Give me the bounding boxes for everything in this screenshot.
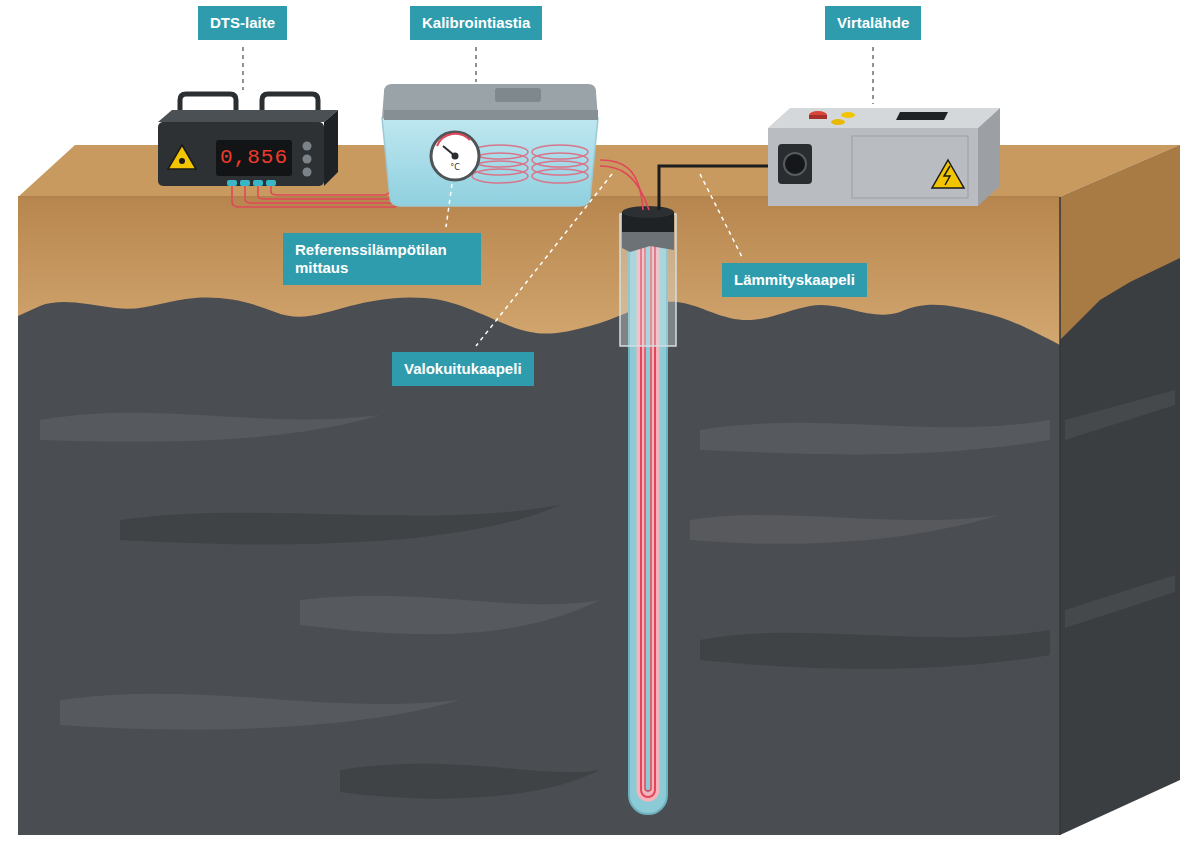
calibration-tank-part-part <box>472 169 528 183</box>
calibration-tank-part <box>495 88 541 102</box>
dts-device-part <box>303 168 312 177</box>
rock-streaks-part <box>60 694 460 730</box>
calibration-tank-part <box>452 153 459 160</box>
display-value: 0,856 <box>219 145 289 171</box>
calibration-tank-part-part <box>532 169 588 183</box>
dts-device-part <box>168 145 196 169</box>
rock-streaks-part <box>690 515 1000 544</box>
dts-device-part <box>240 180 250 186</box>
callout-box: Lämmityskaapeli <box>722 263 867 297</box>
calibration-tank-part <box>382 118 598 206</box>
calibration-tank-part-part <box>472 161 528 175</box>
rock-streaks-part <box>700 420 1050 454</box>
power-supply-part <box>809 111 827 119</box>
calibration-tank-part-part <box>532 153 588 167</box>
dts-device-part <box>227 180 237 186</box>
calibration-tank <box>382 84 598 206</box>
power-supply-part <box>784 153 806 175</box>
ground-block-part <box>1060 145 1180 835</box>
power-supply-part <box>831 119 845 125</box>
rock-streaks-part <box>700 630 1050 669</box>
borehole <box>620 206 676 814</box>
calibration-tank-part-part <box>532 145 588 159</box>
rock-streaks-part <box>1065 575 1175 628</box>
callout-box: DTS-laite <box>198 6 287 40</box>
leader-lines-part <box>446 184 452 227</box>
dts-device-part <box>262 94 318 112</box>
dts-device-part <box>253 180 263 186</box>
leader-lines-part <box>476 174 612 346</box>
dts-device-part <box>303 142 312 151</box>
leader-lines <box>243 47 873 346</box>
callout-text: Kalibrointiastia <box>422 14 530 32</box>
ground-block-part <box>18 197 1060 345</box>
callout-text: Valokuitukaapeli <box>404 360 522 378</box>
dts-device-part <box>158 110 338 122</box>
leader-lines-part <box>475 47 477 82</box>
power-supply-part <box>944 166 950 185</box>
calibration-tank-part <box>431 132 479 180</box>
power-supply-part <box>768 128 978 206</box>
callout-text: Virtalähde <box>837 14 909 32</box>
dts-device-part <box>216 140 292 176</box>
calibration-tank-part <box>437 134 470 146</box>
callout-text: DTS-laite <box>210 14 275 32</box>
rock-streaks-part <box>40 413 380 442</box>
rock-streaks-part <box>1065 390 1175 440</box>
dts-device-part <box>179 158 185 164</box>
callout-text: Lämmityskaapeli <box>734 271 855 289</box>
power-supply-part <box>852 136 968 198</box>
heating-cable <box>659 166 780 210</box>
borehole-part <box>622 232 674 252</box>
borehole-part <box>620 214 676 346</box>
dts-device-part <box>158 122 324 186</box>
leader-lines-part <box>872 47 874 104</box>
dts-device <box>158 94 338 186</box>
power-supply-part <box>778 144 812 184</box>
calibration-tank-part-part <box>532 161 588 175</box>
callout-box: Valokuitukaapeli <box>392 352 534 386</box>
callout-text: Referenssilämpötilan mittaus <box>295 241 469 277</box>
power-supply-part <box>978 108 1000 206</box>
leader-lines-part <box>700 174 742 257</box>
dts-device-part <box>324 110 338 186</box>
ground-block-part <box>1059 197 1061 835</box>
rock-streaks-part <box>300 596 600 635</box>
fiber-cable-part <box>600 166 649 210</box>
power-supply-part <box>841 112 855 118</box>
power-supply-part <box>932 160 964 188</box>
power-supply-part <box>768 108 1000 128</box>
dts-device-part <box>303 155 312 164</box>
unit-label: °C <box>446 163 464 173</box>
callout-box: Kalibrointiastia <box>410 6 542 40</box>
callout-box: Referenssilämpötilan mittaus <box>283 233 481 285</box>
callout-box: Virtalähde <box>825 6 921 40</box>
leader-lines-part <box>242 47 244 90</box>
dts-device-part <box>180 94 236 112</box>
rock-streaks <box>40 390 1175 799</box>
rock-streaks-part <box>120 505 560 544</box>
ground-block-part <box>18 197 1060 835</box>
power-supply-part <box>809 115 827 119</box>
calibration-tank-part <box>384 110 598 120</box>
ground-block <box>18 145 1180 835</box>
power-supply-part <box>896 112 948 120</box>
rock-streaks-part <box>340 764 600 799</box>
dts-device-part <box>266 180 276 186</box>
power-supply <box>768 108 1000 206</box>
calibration-tank-part <box>472 145 588 183</box>
